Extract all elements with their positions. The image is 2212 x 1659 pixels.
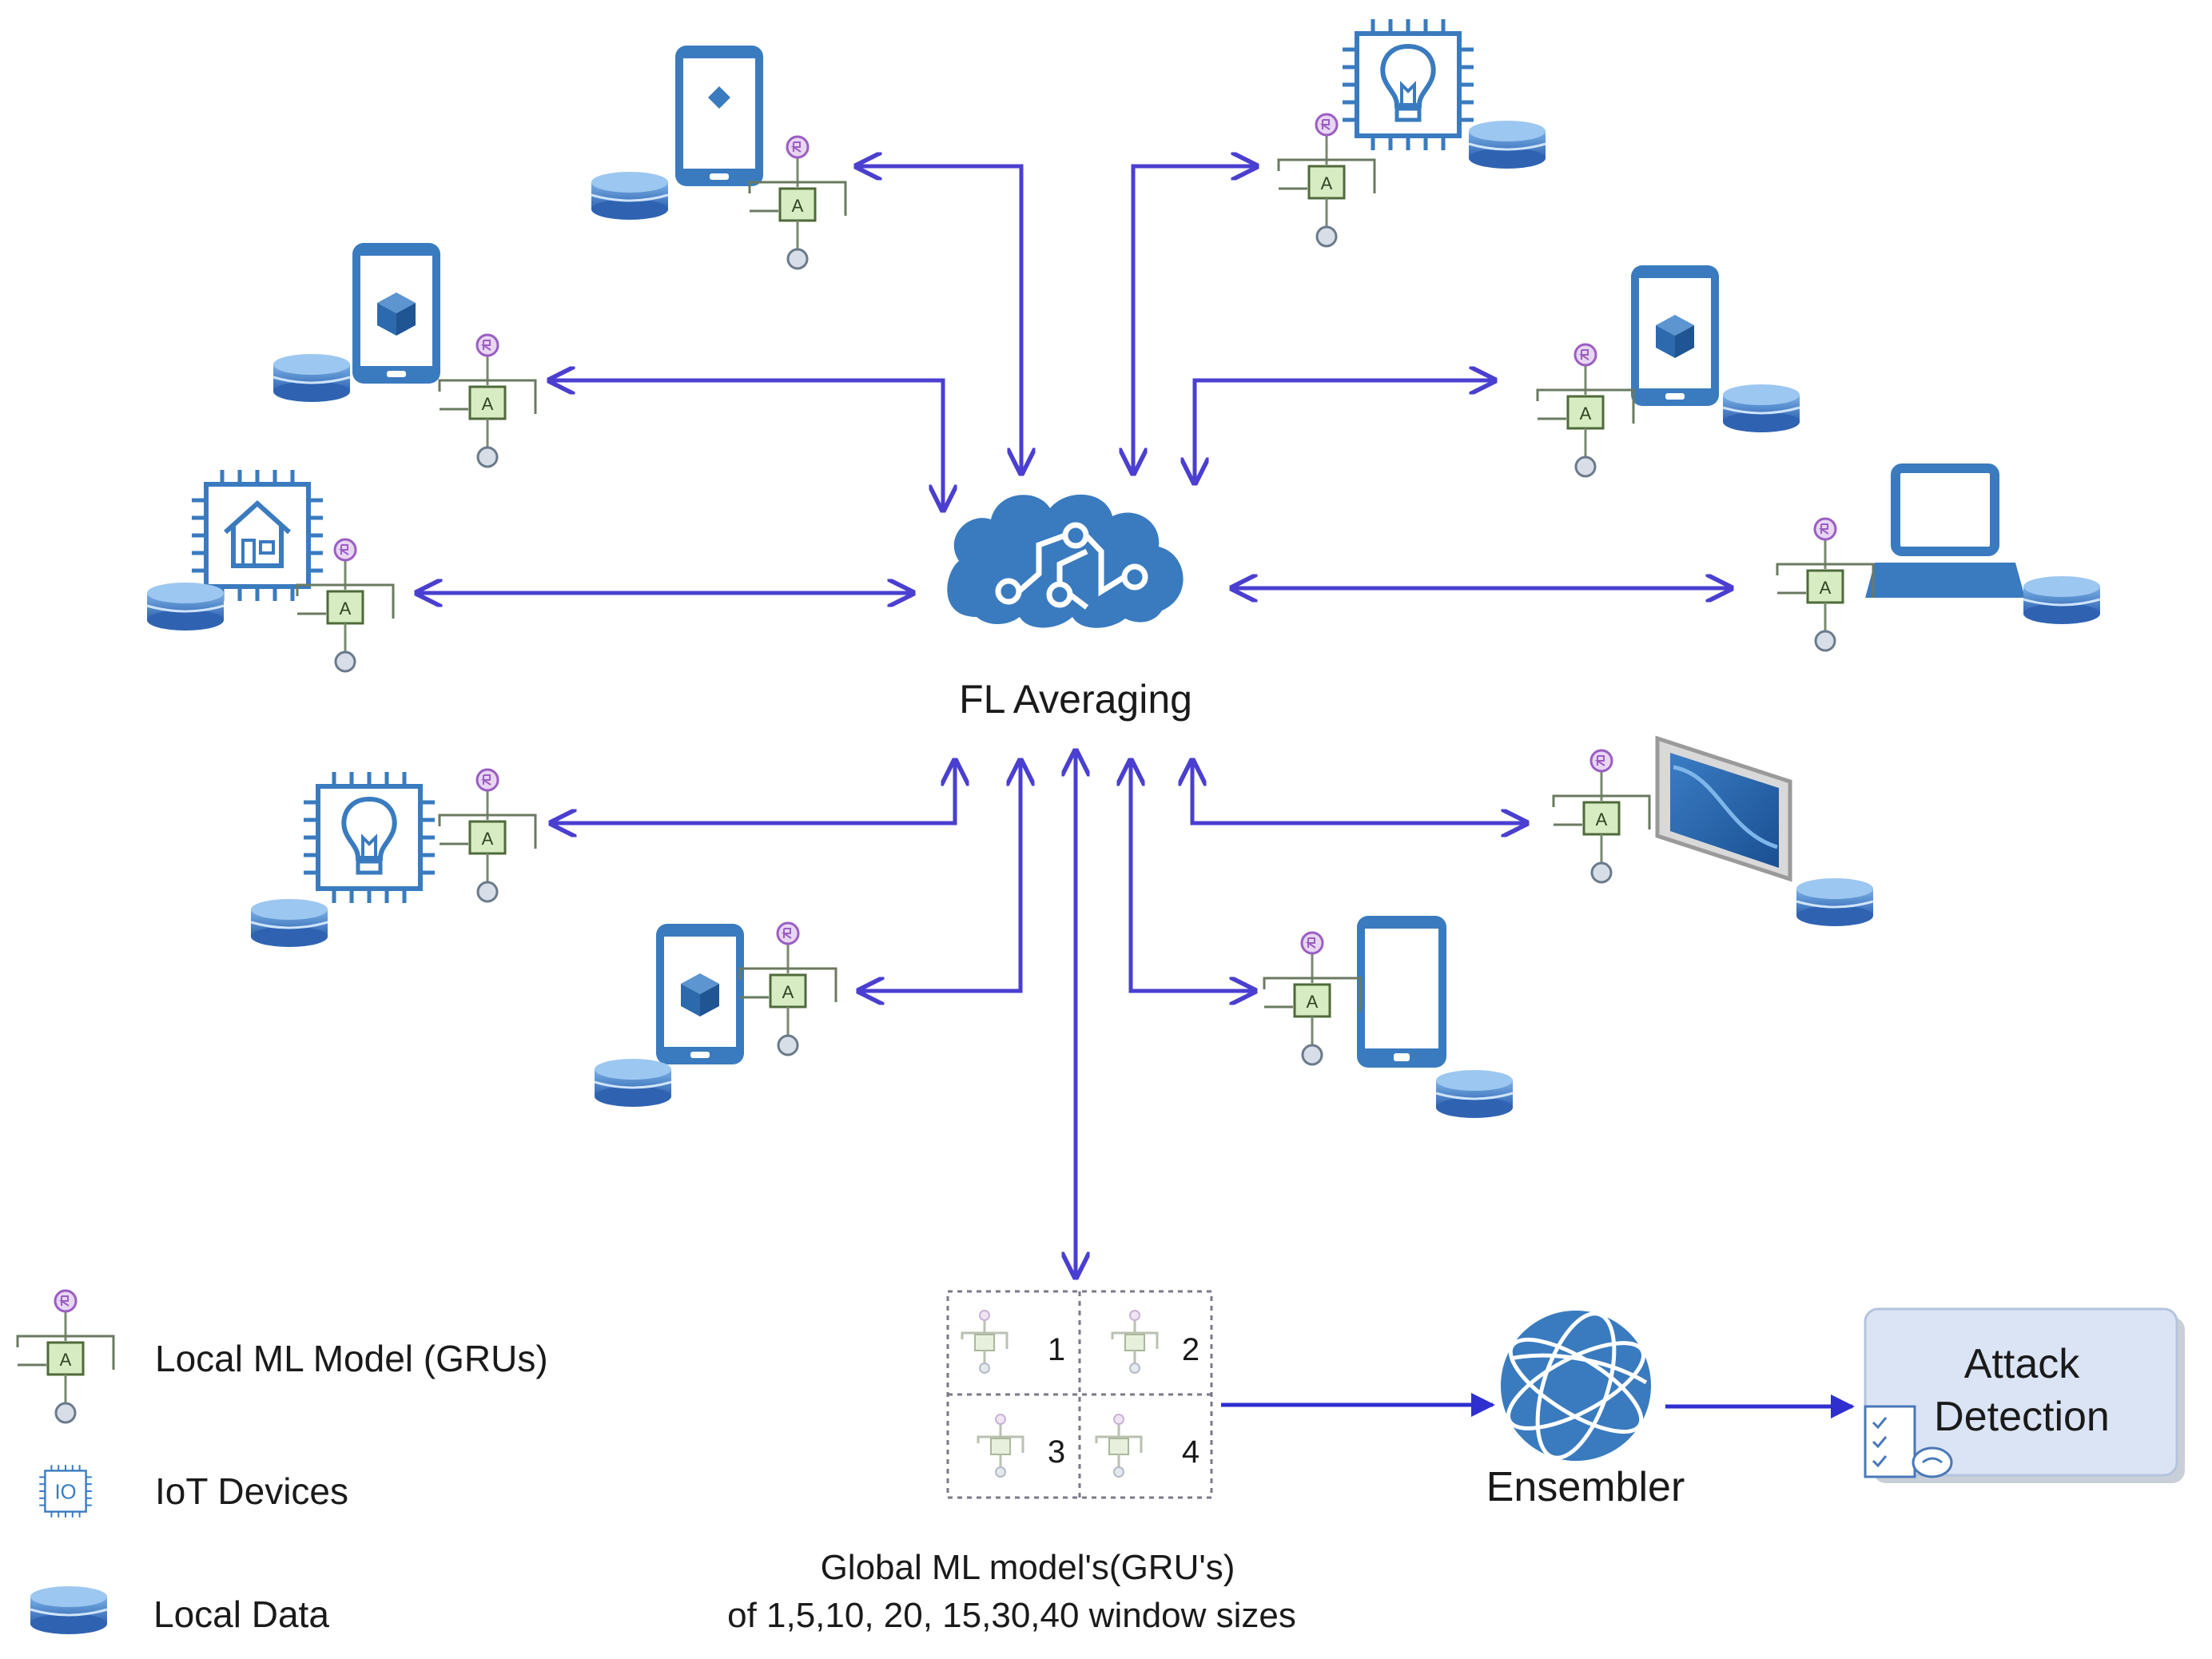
local-data-icon: [272, 352, 352, 404]
legend-data-label: Local Data: [153, 1593, 329, 1635]
iot-chip-icon: IO: [38, 1463, 93, 1519]
global-model-cell-2: 2: [1111, 1309, 1199, 1375]
client-home-chip: [145, 470, 395, 673]
legend-item-model: Local ML Model (GRUs): [16, 1289, 548, 1424]
local-model-icon: [438, 768, 537, 903]
client-bulb-chip-top: [1277, 19, 1547, 248]
local-data-icon: [1721, 383, 1801, 434]
global-model-cell-1: 1: [961, 1309, 1065, 1375]
local-data-icon: [590, 170, 670, 221]
arrow-to-bulb-chip-left: [551, 761, 955, 823]
checklist-icon: [1864, 1405, 1953, 1478]
local-data-icon: [145, 581, 225, 632]
fl-averaging-node: FL Averaging: [947, 494, 1192, 722]
legend-iot-label: IoT Devices: [155, 1470, 348, 1512]
attack-detection-label-line1: Attack: [1964, 1341, 2080, 1387]
local-model-icon: [748, 135, 847, 270]
attack-detection-label-line2: Detection: [1934, 1394, 2110, 1440]
local-data-icon: [593, 1057, 673, 1108]
local-model-icon: [1552, 749, 1651, 884]
app-diamond-icon: [708, 86, 730, 109]
global-model-cell-3: 3: [977, 1413, 1065, 1478]
legend-model-label: Local ML Model (GRUs): [155, 1338, 548, 1379]
cell-number: 3: [1048, 1434, 1065, 1470]
global-model-icon: [961, 1309, 1009, 1375]
arrow-to-phone-upper-right: [1195, 380, 1494, 483]
arrow-to-phone-upper-left: [550, 380, 943, 510]
arrow-to-phone-lower-right: [1131, 761, 1255, 991]
global-model-icon: [1095, 1413, 1143, 1478]
ensembler-label: Ensembler: [1486, 1464, 1685, 1510]
legend: Local ML Model (GRUs) IO IoT Devices Loc…: [16, 1289, 548, 1636]
brain-icon: [947, 494, 1184, 628]
local-data-icon: [1795, 877, 1875, 928]
arrow-to-phone-lower-left: [859, 761, 1020, 991]
phone-icon: [1357, 916, 1446, 1068]
client-phone-upper-right: [1536, 265, 1801, 478]
client-tablet: [1552, 735, 1875, 928]
client-phone-top: [590, 46, 847, 270]
local-model-icon: [738, 921, 837, 1056]
iot-chip-icon: [1343, 19, 1474, 150]
cell-number: 4: [1182, 1434, 1199, 1470]
global-models-caption-line1: Global ML model's(GRU's): [821, 1548, 1235, 1587]
arrow-to-phone-top: [857, 166, 1021, 473]
phone-icon: [675, 46, 763, 186]
client-phone-lower-left: [593, 921, 837, 1108]
ensembler-node: Ensembler: [1486, 1311, 1685, 1510]
local-data-icon: [2022, 575, 2102, 626]
cell-number: 2: [1182, 1332, 1199, 1367]
cell-number: 1: [1048, 1332, 1065, 1367]
local-model-icon: [16, 1289, 115, 1424]
global-model-icon: [1111, 1309, 1159, 1375]
local-model-icon: [438, 333, 537, 468]
iot-chip-icon: [192, 470, 323, 601]
legend-item-data: Local Data: [29, 1585, 329, 1636]
globe-icon: [1501, 1311, 1651, 1461]
svg-text:IO: IO: [54, 1482, 76, 1504]
local-data-icon: [29, 1585, 109, 1636]
global-models-caption-line2: of 1,5,10, 20, 15,30,40 window sizes: [727, 1596, 1296, 1635]
local-data-icon: [1434, 1068, 1514, 1120]
client-phone-lower-right: [1263, 916, 1514, 1120]
arrow-to-tablet: [1192, 761, 1526, 823]
connection-arrows: [417, 166, 1731, 1277]
local-model-icon: [1536, 343, 1635, 478]
local-model-icon: [296, 538, 395, 673]
fl-averaging-label: FL Averaging: [959, 677, 1192, 722]
global-models-grid: 1 2 3 4 Global ML model's(GRU's) of 1,5,…: [727, 1290, 1296, 1635]
client-phone-upper-left: [272, 243, 537, 468]
legend-item-iot: IO IoT Devices: [38, 1463, 348, 1519]
arrow-to-bulb-chip-top: [1133, 166, 1256, 473]
laptop-icon: [1865, 463, 2025, 598]
local-model-icon: [1263, 931, 1362, 1066]
attack-detection-box: Attack Detection: [1864, 1307, 2185, 1483]
client-laptop: [1776, 463, 2102, 652]
tablet-icon: [1655, 735, 1792, 882]
local-data-icon: [249, 897, 329, 949]
local-model-icon: [1776, 517, 1875, 652]
global-model-cell-4: 4: [1095, 1413, 1199, 1478]
global-model-icon: [977, 1413, 1024, 1478]
client-bulb-chip-left: [249, 768, 537, 949]
local-data-icon: [1467, 119, 1547, 170]
iot-chip-icon: [304, 772, 435, 903]
